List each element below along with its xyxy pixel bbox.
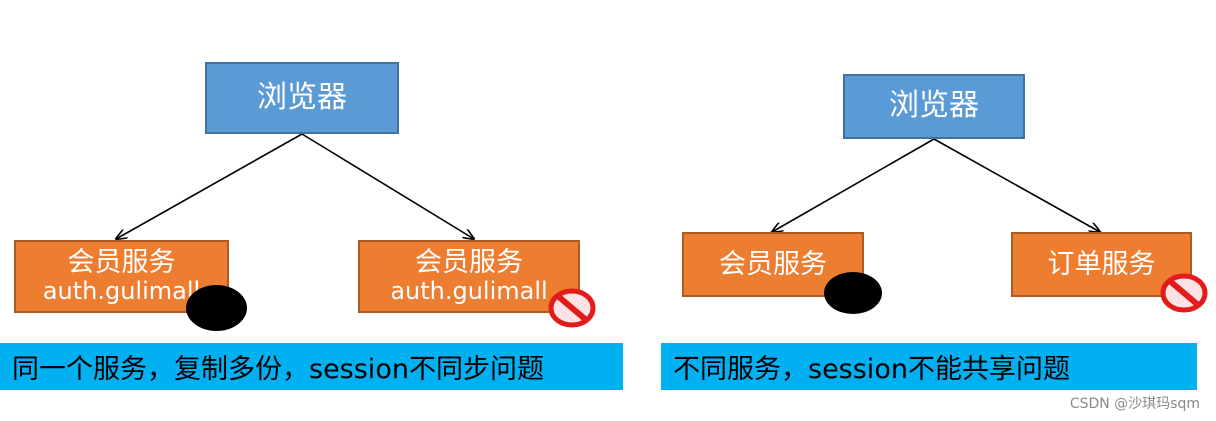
prohibited-icon bbox=[548, 288, 596, 328]
left-caption-text: 同一个服务，复制多份，session不同步问题 bbox=[12, 354, 544, 385]
watermark: CSDN @沙琪玛sqm bbox=[1069, 396, 1200, 412]
right-service-b-box: 订单服务 bbox=[1011, 232, 1192, 297]
prohibited-icon bbox=[1160, 273, 1208, 313]
right-browser-box: 浏览器 bbox=[843, 74, 1025, 139]
right-arrow-to-service-a bbox=[772, 138, 935, 232]
left-browser-box: 浏览器 bbox=[205, 62, 399, 134]
right-caption-banner: 不同服务，session不能共享问题 bbox=[661, 343, 1197, 390]
right-browser-label: 浏览器 bbox=[889, 88, 979, 124]
left-service-a-domain: auth.gulimall bbox=[42, 277, 201, 306]
left-service-a-name: 会员服务 bbox=[67, 247, 176, 279]
left-service-b-domain: auth.gulimall bbox=[390, 277, 548, 306]
left-service-b-name: 会员服务 bbox=[415, 247, 523, 279]
right-caption-text: 不同服务，session不能共享问题 bbox=[673, 354, 1070, 385]
left-browser-label: 浏览器 bbox=[257, 79, 347, 115]
left-arrow-to-service-b bbox=[301, 133, 474, 239]
right-arrow-to-service-b bbox=[933, 138, 1100, 232]
left-caption-banner: 同一个服务，复制多份，session不同步问题 bbox=[0, 343, 623, 390]
left-service-a-box: 会员服务 auth.gulimall bbox=[14, 240, 229, 313]
left-service-b-box: 会员服务 auth.gulimall bbox=[358, 240, 580, 313]
session-dot-icon bbox=[186, 285, 247, 331]
left-arrow-to-service-a bbox=[116, 133, 303, 239]
session-dot-icon bbox=[824, 272, 882, 314]
right-service-b-name: 订单服务 bbox=[1047, 248, 1156, 280]
right-service-a-name: 会员服务 bbox=[719, 248, 827, 280]
